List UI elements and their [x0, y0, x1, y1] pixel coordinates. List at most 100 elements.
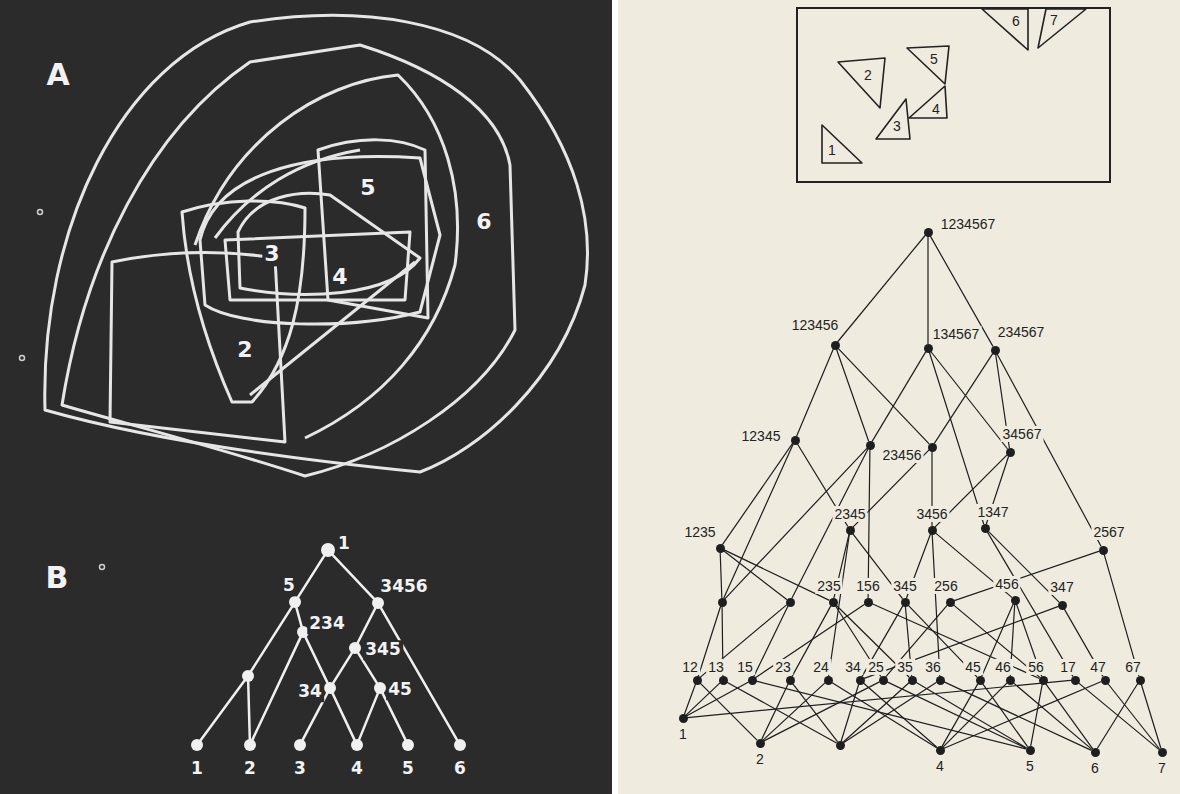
- lattice-dot: 347: [1058, 601, 1067, 610]
- lattice-dot: 7: [1158, 748, 1167, 757]
- lattice-edge: [832, 682, 936, 747]
- triangle-number: 7: [1050, 12, 1058, 28]
- lattice-edge: [248, 682, 250, 739]
- triangle-outline: [905, 82, 951, 122]
- set-label: 2: [242, 759, 258, 779]
- lattice-edge: [685, 684, 696, 714]
- region-outline: [45, 15, 588, 472]
- triangle-edge: [907, 46, 949, 84]
- lattice-edge: [797, 349, 834, 436]
- triangle-shape: 5: [903, 42, 953, 87]
- panel-letter: B: [44, 561, 71, 596]
- set-label: 3456: [914, 506, 949, 522]
- lattice-dot: 1234567: [924, 228, 933, 237]
- lattice-dot: 456: [1011, 596, 1020, 605]
- triangle-number: 2: [864, 67, 872, 83]
- set-label: 34567: [1001, 426, 1044, 442]
- lattice-dot: [718, 598, 727, 607]
- lattice-edge: [1104, 554, 1139, 675]
- region-outline: [110, 252, 285, 442]
- lattice-dot: 34: [856, 676, 865, 685]
- set-label: 24: [811, 659, 831, 675]
- lattice-edge: [982, 604, 1013, 676]
- lattice-edge: [838, 236, 925, 342]
- lattice-dot: 256: [946, 598, 955, 607]
- lattice-dot: 23: [786, 676, 795, 685]
- lattice-edge: [725, 448, 867, 598]
- triangle-shape: 2: [835, 55, 890, 113]
- lattice-dot: 34: [324, 682, 336, 694]
- lattice-edge: [359, 694, 378, 740]
- lattice-edge: [863, 683, 936, 747]
- lattice-dot: 1: [321, 543, 335, 557]
- lattice-edge: [306, 637, 328, 682]
- lattice-dot: 36: [936, 676, 945, 685]
- set-label: 34: [843, 659, 863, 675]
- set-label: 234567: [996, 324, 1047, 340]
- lattice-edge: [201, 681, 245, 740]
- set-label: 1235: [682, 524, 717, 540]
- specks: [20, 210, 105, 570]
- set-label: 47: [1088, 659, 1108, 675]
- lattice-edge: [838, 348, 929, 443]
- lattice-edge: [297, 608, 302, 626]
- lattice-edge: [688, 680, 1071, 717]
- region-outline: [225, 232, 410, 300]
- lattice-dot: [786, 598, 795, 607]
- set-label: 256: [932, 578, 959, 594]
- lattice-dot: 5: [402, 739, 414, 751]
- set-label: 1234567: [939, 216, 998, 232]
- triangle-number: 6: [1012, 13, 1020, 29]
- lattice-edge: [931, 352, 1007, 449]
- lattice-edge: [253, 637, 301, 739]
- lattice-edge: [864, 607, 1058, 679]
- inset-frame: [797, 8, 1110, 182]
- lattice-dot: 25: [879, 676, 888, 685]
- set-label: 7: [1156, 760, 1168, 776]
- lattice-edge: [1141, 684, 1160, 747]
- lattice-dot: 56: [1039, 676, 1048, 685]
- lattice-edge: [1079, 683, 1159, 749]
- lattice-dot: 2: [756, 739, 765, 748]
- lattice-edge: [927, 237, 928, 344]
- lattice-dot: 15: [748, 676, 757, 685]
- region-number: 5: [358, 175, 377, 200]
- region-outline: [250, 262, 415, 395]
- lattice-edge: [944, 682, 1101, 748]
- lattice-edge: [381, 608, 457, 740]
- region-number: 3: [262, 241, 281, 266]
- lattice-dot: 345: [901, 598, 910, 607]
- set-label: 4: [934, 758, 946, 774]
- set-label: 46: [993, 659, 1013, 675]
- set-label: 1347: [975, 504, 1010, 520]
- lattice-edge: [841, 684, 858, 740]
- set-label: 456: [993, 576, 1020, 592]
- lattice-edge: [333, 555, 374, 599]
- lattice-edge: [723, 444, 793, 545]
- lattice-edge: [943, 683, 1007, 747]
- lattice-edge: [916, 682, 1026, 747]
- lattice-dot: 67: [1136, 676, 1145, 685]
- triangle-shape: 4: [905, 82, 951, 122]
- lattice-dot: 24: [824, 676, 833, 685]
- lattice-edge: [844, 683, 936, 743]
- triangle-shape: 1: [818, 122, 866, 166]
- lattice-edge: [764, 682, 879, 741]
- lattice-dot: 1235: [716, 544, 725, 553]
- lattice-dot: 45: [976, 676, 985, 685]
- lattice-edge: [997, 354, 1101, 546]
- triangle-outline: [903, 42, 953, 87]
- triangle-edge: [909, 86, 947, 118]
- lattice-dot: 345: [349, 642, 361, 654]
- set-label: 2: [754, 751, 766, 767]
- set-label: 1: [336, 534, 352, 554]
- lattice-edge: [872, 352, 925, 441]
- set-label: 36: [923, 659, 943, 675]
- set-label: 156: [854, 578, 881, 594]
- lattice-edge: [1031, 684, 1042, 745]
- lattice-edge: [298, 556, 324, 597]
- set-label: 2567: [1091, 524, 1126, 540]
- set-label: 123456: [790, 317, 841, 333]
- set-label: 45: [963, 659, 983, 675]
- lattice-dot: 156: [864, 598, 873, 607]
